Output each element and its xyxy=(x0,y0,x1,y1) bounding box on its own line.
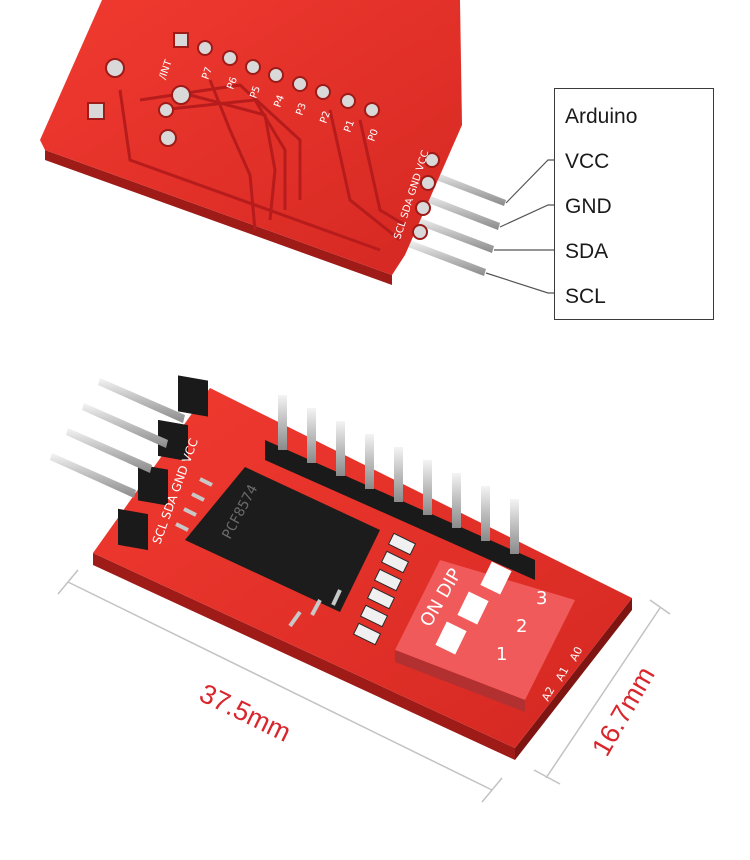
dip-number-1: 1 xyxy=(496,644,507,665)
svg-text:P6: P6 xyxy=(225,76,240,91)
svg-text:A2: A2 xyxy=(539,684,557,703)
dip-toggle-1[interactable] xyxy=(480,561,512,595)
svg-text:P4: P4 xyxy=(272,94,287,109)
dip-number-2: 2 xyxy=(516,616,527,637)
left-header xyxy=(50,375,208,551)
dip-switch[interactable]: ON DIP 1 2 3 xyxy=(395,560,575,712)
dip-toggle-3[interactable] xyxy=(435,621,467,655)
pin-label-sda: SDA xyxy=(565,240,609,263)
svg-text:P3: P3 xyxy=(294,102,309,117)
bottom-board-front-view: PCF8574 ON DIP 1 2 3 SCL SDA GND VCC xyxy=(50,375,632,760)
pcf8574-chip: PCF8574 xyxy=(175,467,380,628)
top-header xyxy=(265,395,535,580)
svg-text:P2: P2 xyxy=(318,110,333,125)
arduino-heading: Arduino xyxy=(565,105,638,128)
address-labels: A2 A1 A0 xyxy=(539,644,585,703)
pin-pads xyxy=(87,32,440,240)
top-board-back-view: /INT P7 P6 P5 P4 P3 P2 P1 P0 SCL SDA GND… xyxy=(40,0,506,285)
pin-label-gnd: GND xyxy=(565,195,612,218)
svg-text:P5: P5 xyxy=(248,85,263,100)
dip-number-3: 3 xyxy=(536,588,547,609)
pcb-traces xyxy=(118,79,406,252)
dip-toggle-2[interactable] xyxy=(457,591,489,625)
top-board-pins xyxy=(408,168,506,276)
pin-label-vcc: VCC xyxy=(565,150,610,173)
arduino-connection-box: Arduino VCC GND SDA SCL xyxy=(554,88,714,320)
svg-text:A1: A1 xyxy=(553,664,571,683)
pin-label-scl: SCL xyxy=(565,285,606,308)
svg-text:P0: P0 xyxy=(366,128,381,143)
svg-text:P7: P7 xyxy=(200,66,215,81)
svg-text:A0: A0 xyxy=(567,644,585,663)
resistors xyxy=(352,532,417,646)
svg-text:P1: P1 xyxy=(342,119,357,134)
dimension-lines xyxy=(57,569,671,803)
